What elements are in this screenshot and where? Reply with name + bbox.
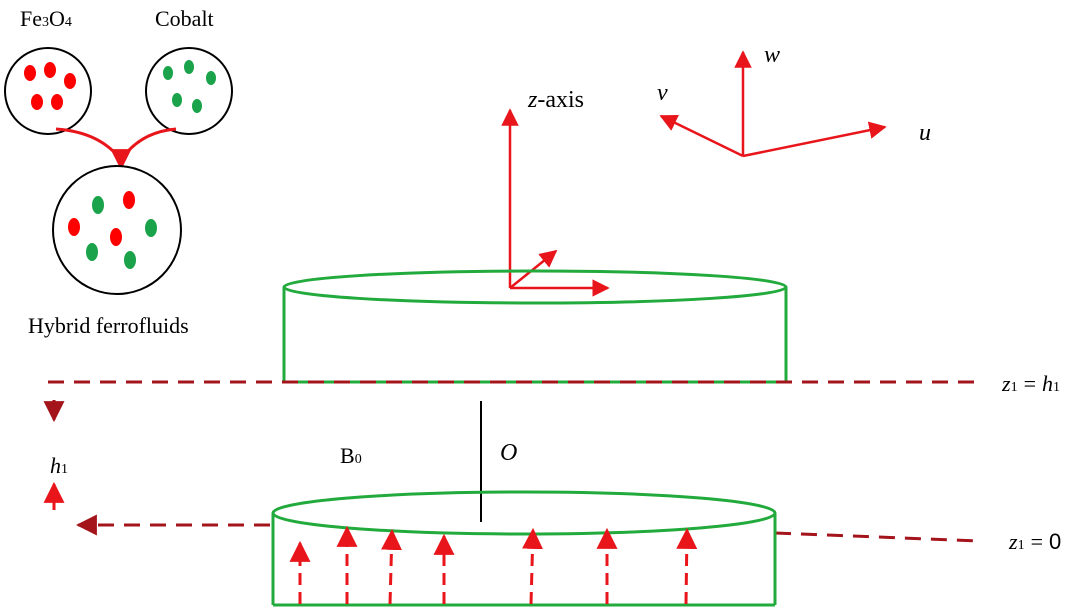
fe3o4-particle bbox=[68, 218, 80, 236]
fe3o4-particles bbox=[24, 62, 76, 110]
hybrid-ferrofluids-label: Hybrid ferrofluids bbox=[28, 313, 189, 338]
u-label: u bbox=[919, 120, 931, 146]
cobalt-particle bbox=[163, 66, 173, 80]
bottom-right-dashed-line bbox=[774, 531, 981, 543]
y-axis-arrow bbox=[509, 249, 558, 289]
flow-arrow bbox=[380, 528, 402, 605]
gap-h1-label: h1 bbox=[50, 453, 68, 478]
flow-arrow bbox=[676, 527, 698, 605]
fe3o4-label: Fe3O4 bbox=[20, 6, 72, 31]
fe3o4-particle bbox=[44, 62, 56, 78]
cobalt-label: Cobalt bbox=[155, 6, 214, 31]
cobalt-particle bbox=[206, 71, 216, 85]
fe3o4-particle bbox=[24, 65, 36, 81]
cobalt-particle bbox=[124, 251, 136, 269]
fe3o4-particle bbox=[123, 191, 135, 209]
cobalt-particle bbox=[86, 243, 98, 261]
w-label: w bbox=[764, 42, 780, 68]
fe3o4-particle bbox=[51, 94, 63, 110]
magnetic-field-label: B0 bbox=[340, 443, 362, 468]
z-axis-label: z-axis bbox=[527, 87, 584, 113]
nanoparticle-mixing-group: Fe3O4 Cobalt bbox=[4, 6, 233, 338]
cobalt-particles bbox=[163, 60, 216, 113]
cobalt-particle bbox=[184, 60, 194, 74]
fe3o4-particle bbox=[64, 73, 76, 89]
cobalt-particle bbox=[192, 99, 202, 113]
hybrid-particles bbox=[68, 191, 157, 269]
disk-axes-group bbox=[501, 108, 610, 297]
fe3o4-particle bbox=[31, 94, 43, 110]
lower-disk-top bbox=[271, 490, 777, 536]
bottom-boundary-equation: z1=0 bbox=[1008, 529, 1061, 554]
velocity-components-group bbox=[659, 50, 887, 158]
fe3o4-particle bbox=[110, 228, 122, 246]
v-label: v bbox=[657, 80, 668, 106]
flow-arrow bbox=[521, 527, 543, 605]
lower-disk bbox=[271, 490, 777, 607]
u-velocity-arrow bbox=[742, 121, 887, 158]
cobalt-particle bbox=[92, 196, 104, 214]
mixing-connector bbox=[55, 127, 177, 163]
v-velocity-arrow bbox=[659, 114, 744, 158]
origin-label: O bbox=[500, 440, 517, 466]
cobalt-particle bbox=[145, 219, 157, 237]
fe3o4-particle-circle bbox=[4, 47, 92, 135]
flow-arrows bbox=[289, 525, 698, 605]
cobalt-particle bbox=[172, 93, 182, 107]
top-boundary-equation: z1=h1 bbox=[1001, 371, 1060, 396]
